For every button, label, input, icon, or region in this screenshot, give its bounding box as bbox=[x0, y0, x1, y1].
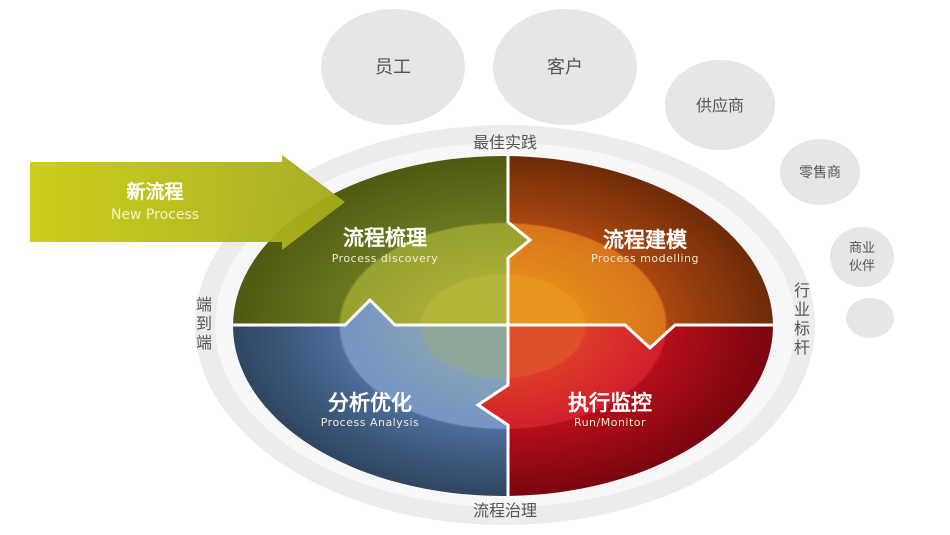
quadrant-subtitle: Run/Monitor bbox=[574, 416, 646, 429]
bubble-label: 零售商 bbox=[799, 165, 841, 181]
bubble-retailer bbox=[780, 139, 860, 205]
ring-label-char: 标 bbox=[794, 319, 810, 338]
ring-label-left: 端到端 bbox=[196, 295, 212, 352]
bubble-customer bbox=[493, 9, 637, 125]
divider-horizontal bbox=[233, 297, 773, 351]
ring-label-char: 到 bbox=[196, 314, 212, 333]
stakeholder-bubbles: 员工 客户 供应商 零售商 商业 伙伴 bbox=[321, 9, 894, 338]
ring-label-char: 行 bbox=[794, 281, 810, 300]
bubble-employee bbox=[321, 9, 465, 125]
quadrant-subtitle: Process modelling bbox=[591, 252, 699, 265]
ring-label-char: 端 bbox=[196, 295, 212, 314]
arrow-subtitle: New Process bbox=[111, 207, 199, 223]
bubble-label-partner-2: 伙伴 bbox=[849, 259, 875, 274]
bubble-empty bbox=[846, 298, 894, 338]
new-process-arrow: 新流程 New Process bbox=[30, 155, 345, 250]
bubble-label-partner-1: 商业 bbox=[849, 241, 875, 256]
ring-label-char: 端 bbox=[196, 333, 212, 352]
quadrant-title: 流程梳理 bbox=[343, 226, 427, 250]
divider-vertical bbox=[475, 156, 533, 496]
bubble-partner bbox=[830, 227, 894, 287]
quadrant-title: 执行监控 bbox=[568, 391, 652, 415]
ring-label-bottom: 流程治理 bbox=[473, 501, 537, 520]
arrow-title: 新流程 bbox=[126, 180, 183, 203]
ring-label-char: 业 bbox=[794, 300, 810, 319]
quadrant-subtitle: Process discovery bbox=[332, 252, 439, 265]
bubble-label: 供应商 bbox=[696, 96, 744, 115]
quadrant-subtitle: Process Analysis bbox=[321, 416, 420, 429]
quadrant-title: 分析优化 bbox=[328, 391, 412, 415]
bubble-label: 客户 bbox=[547, 57, 583, 78]
ring-label-right: 行业标杆 bbox=[794, 281, 810, 357]
quadrant-title: 流程建模 bbox=[603, 228, 688, 252]
ring-label-top: 最佳实践 bbox=[473, 133, 537, 152]
bubble-label: 员工 bbox=[375, 57, 411, 78]
bubble-supplier bbox=[665, 60, 775, 150]
ring-label-char: 杆 bbox=[794, 338, 810, 357]
